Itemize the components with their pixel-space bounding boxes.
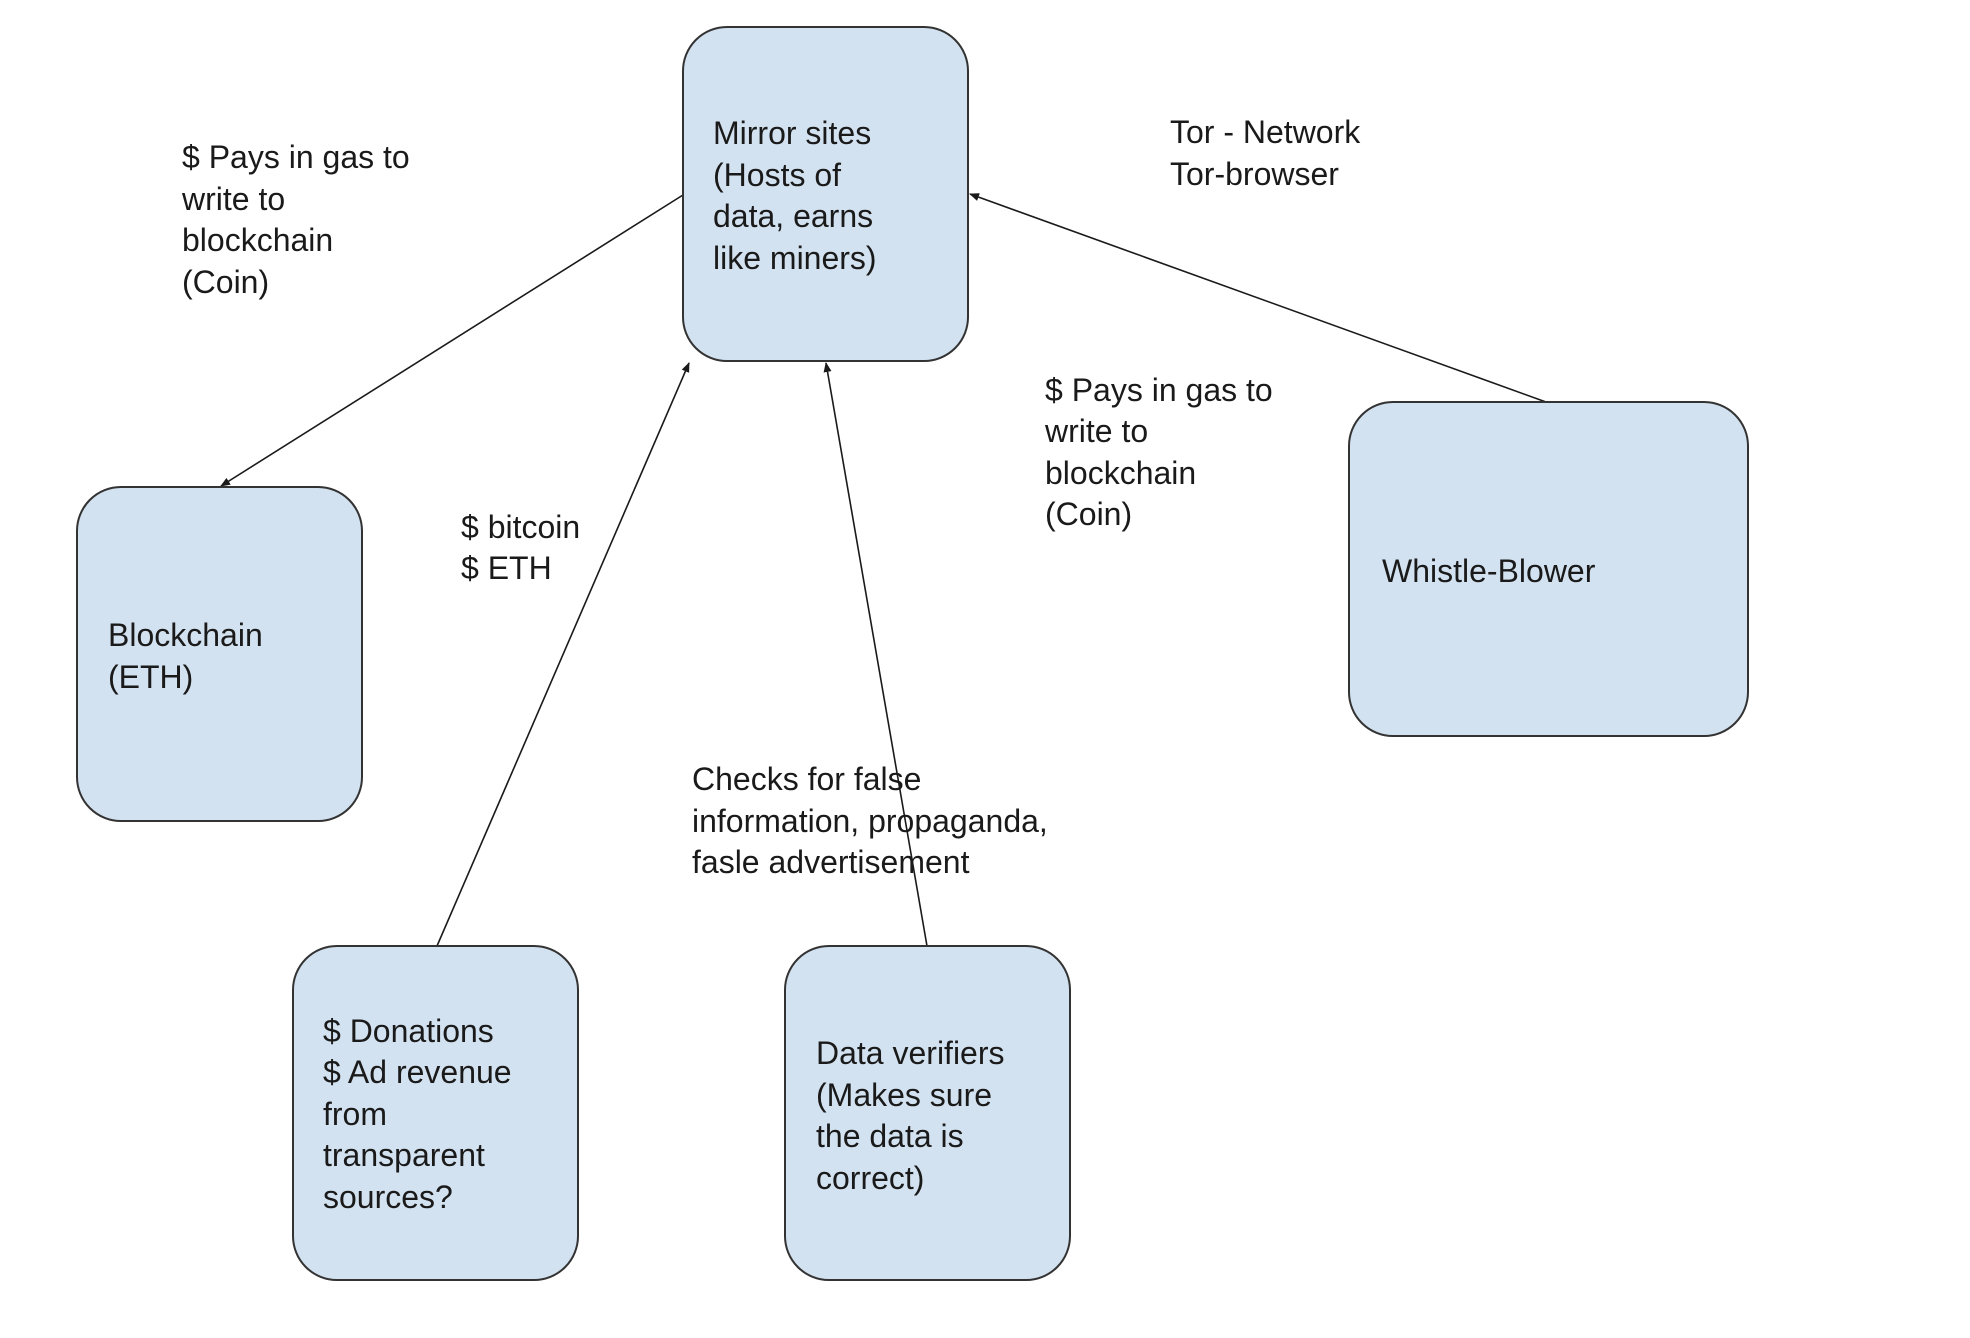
whistle-blower-box[interactable]: [1348, 401, 1749, 737]
edge-mirror-to-blockchain: [220, 194, 684, 487]
edge-verifiers-to-mirror: [823, 362, 928, 947]
node-whistle-blower[interactable]: Whistle-Blower: [1348, 401, 1749, 737]
label-bitcoin-eth: $ bitcoin $ ETH: [461, 509, 589, 586]
label-pays-gas-right: $ Pays in gas to write to blockchain (Co…: [1044, 372, 1282, 532]
label-checks: Checks for false information, propaganda…: [692, 761, 1057, 880]
donations-box[interactable]: [292, 945, 579, 1281]
node-blockchain[interactable]: Blockchain (ETH): [76, 486, 363, 822]
mirror-sites-box[interactable]: [682, 26, 969, 362]
label-pays-gas-left: $ Pays in gas to write to blockchain (Co…: [181, 139, 419, 300]
node-mirror-sites[interactable]: Mirror sites (Hosts of data, earns like …: [682, 26, 969, 362]
edge-donations-to-mirror: [436, 362, 690, 947]
mirror-sites-label: Mirror sites (Hosts of data, earns like …: [713, 115, 882, 276]
edges: [220, 193, 1547, 947]
blockchain-box[interactable]: [76, 486, 363, 822]
node-data-verifiers[interactable]: Data verifiers (Makes sure the data is c…: [784, 945, 1071, 1281]
blockchain-label: Blockchain (ETH): [108, 617, 272, 695]
data-verifiers-label: Data verifiers (Makes sure the data is c…: [816, 1035, 1013, 1196]
node-donations[interactable]: $ Donations $ Ad revenue from transparen…: [292, 945, 579, 1281]
donations-label: $ Donations $ Ad revenue from transparen…: [323, 1013, 520, 1215]
data-verifiers-box[interactable]: [784, 945, 1071, 1281]
edge-whistleblower-to-mirror: [969, 193, 1547, 403]
label-tor: Tor - Network Tor-browser: [1170, 114, 1369, 192]
whistle-blower-label: Whistle-Blower: [1382, 553, 1596, 589]
